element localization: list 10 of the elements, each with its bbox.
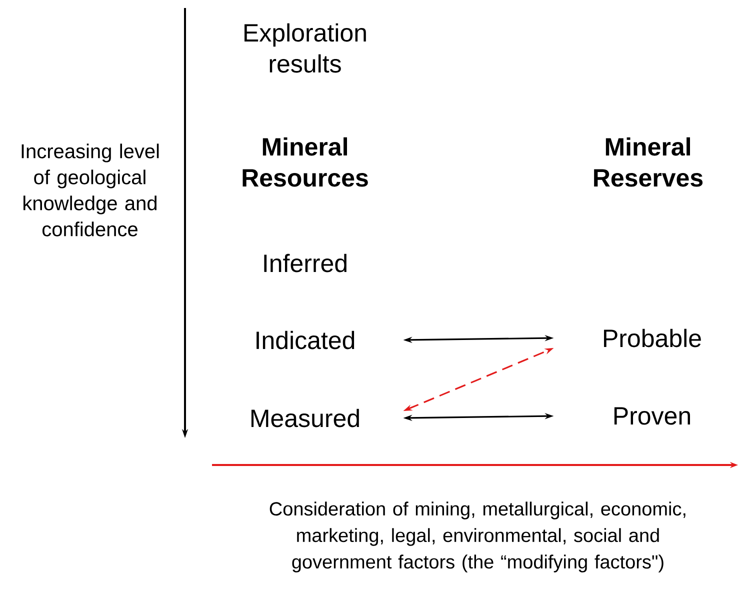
category-text: Indicated bbox=[256, 330, 354, 350]
note-text: Consideration of mining, metallurgical, economic, marketing, legal, environmental, social and government factors (the “modifying factors") bbox=[270, 502, 686, 572]
column-heading: Mineral Resources bbox=[242, 137, 368, 187]
stage-text: Exploration results bbox=[244, 23, 366, 73]
category-text: Probable bbox=[604, 328, 701, 348]
category-text: Inferred bbox=[264, 254, 346, 272]
axis-label: Increasing level of geological knowledge and confidence bbox=[22, 144, 159, 236]
category-text: Measured bbox=[251, 408, 359, 428]
column-heading: Mineral Reserves bbox=[594, 137, 703, 187]
category-text: Proven bbox=[614, 407, 690, 425]
